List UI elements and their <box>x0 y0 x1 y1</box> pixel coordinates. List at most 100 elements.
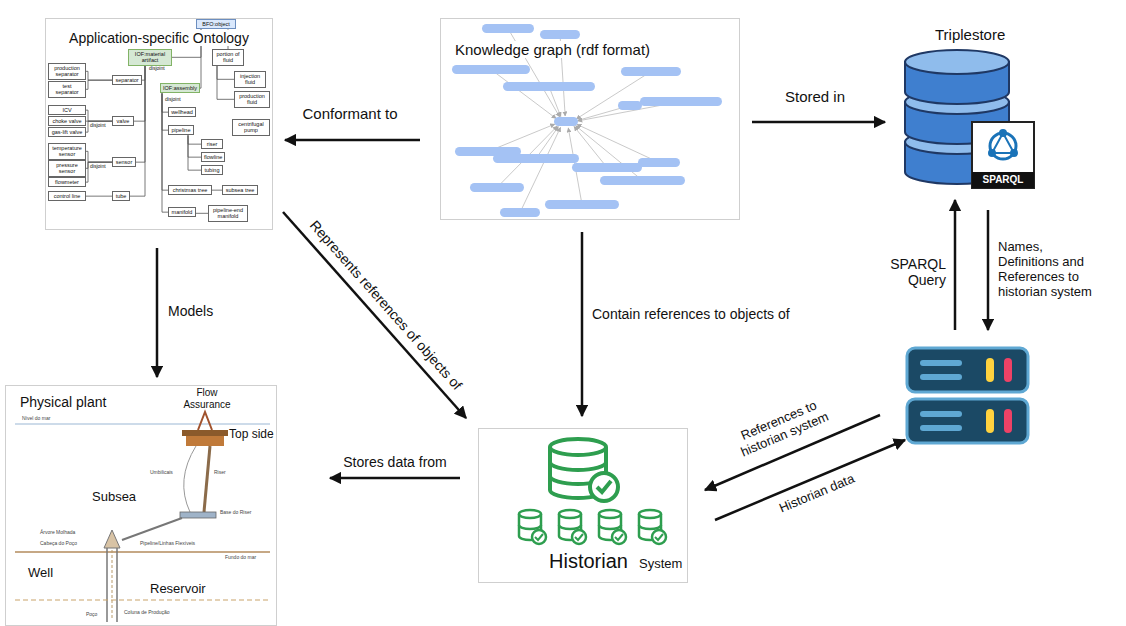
class-name: test separator <box>51 83 83 96</box>
class-name: valve <box>115 118 131 124</box>
historian-icon-part <box>519 510 541 518</box>
class-name: wellhead <box>171 109 193 115</box>
node-title: Physical plant <box>20 394 106 410</box>
database-icon-part <box>905 50 1009 74</box>
server-icon-part <box>920 425 962 431</box>
class-box: production separator <box>48 63 86 80</box>
historian-icon-part <box>655 534 663 540</box>
plant-illustration-part <box>198 412 212 430</box>
graph-illustration-part <box>500 208 540 217</box>
hierarchy-line <box>196 213 208 214</box>
part-label: Base do Riser <box>220 510 251 516</box>
graph-illustration-part <box>576 126 643 181</box>
class-box: separator <box>112 75 142 85</box>
class-name: tube <box>115 193 127 199</box>
area-label: Reservoir <box>150 582 206 597</box>
class-name: centrifugal pump <box>235 121 267 134</box>
plant-illustration-part <box>112 550 113 620</box>
hierarchy-line <box>142 66 145 81</box>
class-name: production fluid <box>237 93 267 106</box>
graph-illustration-part <box>640 97 722 106</box>
class-name: manifold <box>171 209 193 215</box>
node-title: Historian <box>549 550 628 573</box>
class-box: temperature sensor <box>48 143 86 160</box>
node-title: Application-specific Ontology <box>67 30 251 46</box>
hierarchy-line <box>86 151 112 162</box>
relation-arrow <box>330 477 460 480</box>
class-name: pressure sensor <box>51 162 83 175</box>
class-name: subsea tree <box>225 187 255 193</box>
class-name: tubing <box>204 167 220 173</box>
graph-illustration-part <box>520 127 561 212</box>
server-icon-part <box>1004 409 1012 433</box>
class-box: tube <box>112 191 130 201</box>
part-label: Nível do mar <box>22 416 50 422</box>
class-box: flowline <box>201 152 225 162</box>
graph-illustration-part <box>493 154 579 163</box>
class-name: injection fluid <box>237 73 263 86</box>
historian-icon-part <box>519 525 541 529</box>
node-title: Triplestore <box>935 26 1005 43</box>
class-name: portion of fluid <box>215 51 241 64</box>
class-name: control line <box>51 193 83 199</box>
class-name: temperature sensor <box>51 145 83 158</box>
area-label: Top side <box>229 428 274 442</box>
historian-icon-part <box>599 510 621 518</box>
class-name: production separator <box>51 65 83 78</box>
historian-icon-part <box>550 462 606 470</box>
node-title: System <box>639 557 682 572</box>
class-box: production fluid <box>234 91 270 108</box>
server-icon-part <box>986 409 994 433</box>
plant-illustration-part <box>15 551 270 553</box>
relation-label: disjoint <box>149 66 165 72</box>
plant-illustration <box>15 412 270 622</box>
node-title: Knowledge graph (rdf format) <box>453 41 652 58</box>
part-label: Fundo do mar <box>225 555 256 561</box>
graph-illustration-part <box>540 30 580 39</box>
relation-label: disjoint <box>165 97 181 103</box>
plant-illustration-part <box>104 530 120 548</box>
plant-illustration-part <box>122 518 182 540</box>
graph-illustration-part <box>572 163 642 172</box>
graph-illustration-part <box>621 67 681 76</box>
class-name: christmas tree <box>171 187 209 193</box>
plant-illustration-part <box>180 512 216 518</box>
historian-icon-part <box>572 530 586 544</box>
area-label: Well <box>28 566 53 581</box>
sparql-badge-part <box>972 172 1034 188</box>
relation-arrow <box>752 121 885 124</box>
plant-illustration-part <box>186 436 224 446</box>
graph-illustration-part <box>576 72 651 119</box>
relation-arrow <box>285 139 420 142</box>
graph-illustration-part <box>482 24 534 33</box>
plant-illustration-part <box>15 600 270 601</box>
hierarchy-line <box>217 66 234 80</box>
edge-label: Historian data <box>777 472 857 517</box>
edge-label: References to historian system <box>722 391 842 465</box>
class-name: pipeline <box>171 127 191 133</box>
class-box: christmas tree <box>168 185 212 195</box>
icon-node <box>905 345 1030 445</box>
class-box: wellhead <box>168 107 196 117</box>
hierarchy-line <box>86 110 112 121</box>
class-box: sensor <box>112 157 136 167</box>
area-label: Subsea <box>92 490 136 505</box>
relation-label: disjoint <box>90 123 106 129</box>
class-name: flowline <box>204 154 222 160</box>
badge-label: SPARQL <box>972 174 1034 186</box>
panel-box: Knowledge graph (rdf format) <box>440 18 740 220</box>
class-box: choke valve <box>48 116 86 126</box>
class-name: choke valve <box>51 118 83 124</box>
historian-icon-part <box>652 530 666 544</box>
class-box: gas-lift valve <box>48 127 86 137</box>
hierarchy-line <box>188 135 201 144</box>
plant-illustration-part <box>182 430 228 436</box>
class-name: flowmeter <box>51 179 83 185</box>
graph-illustration-part <box>452 65 530 74</box>
relation-arrow <box>283 212 466 418</box>
class-box: manifold <box>168 207 196 217</box>
part-label: Pipeline/Linhas Flexíveis <box>140 541 195 547</box>
class-box: IOF:assembly <box>160 83 200 93</box>
hierarchy-line <box>188 135 201 170</box>
class-name: ICV <box>51 107 83 113</box>
